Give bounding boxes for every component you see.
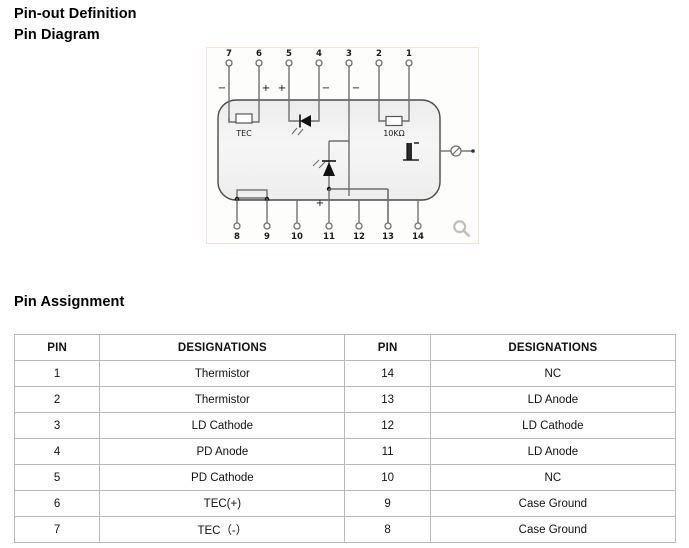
zoom-in-magnifier-icon[interactable]	[452, 219, 470, 237]
cell-desig-right: NC	[429, 360, 677, 387]
cell-pin-left: 2	[13, 386, 101, 413]
top-pin-pads	[225, 59, 413, 67]
cell-pin-left: 5	[13, 464, 101, 491]
polarity-marks-top: − + + − −	[218, 83, 360, 94]
cell-pin-right: 9	[344, 490, 431, 517]
svg-text:8: 8	[234, 232, 240, 242]
table-row: 6 TEC(+) 9 Case Ground	[13, 490, 677, 517]
svg-text:2: 2	[376, 49, 382, 59]
cell-pin-left: 3	[13, 412, 101, 439]
svg-text:−: −	[218, 83, 226, 94]
table-row: 3 LD Cathode 12 LD Cathode	[13, 412, 677, 439]
cell-desig-left: PD Cathode	[99, 464, 346, 491]
optical-isolator-symbol	[403, 142, 419, 161]
svg-text:13: 13	[382, 232, 394, 242]
cell-pin-right: 14	[344, 360, 431, 387]
cell-desig-left: TEC(+)	[99, 490, 346, 517]
cell-desig-right: NC	[429, 464, 677, 491]
cell-desig-right: LD Cathode	[429, 412, 677, 439]
table-row: 4 PD Anode 11 LD Anode	[13, 438, 677, 465]
cell-desig-right: LD Anode	[429, 386, 677, 413]
cell-desig-right: LD Anode	[429, 438, 677, 465]
thermistor-element: 10KΩ	[378, 115, 410, 138]
cell-desig-right: Case Ground	[429, 516, 677, 543]
bottom-pin-leads	[236, 189, 419, 223]
svg-text:6: 6	[256, 49, 262, 59]
cell-desig-left: Thermistor	[99, 386, 346, 413]
cell-pin-left: 1	[13, 360, 101, 387]
svg-text:−: −	[352, 83, 360, 94]
svg-text:9: 9	[264, 232, 270, 242]
header-pin-right: PIN	[344, 334, 431, 361]
cell-pin-right: 8	[344, 516, 431, 543]
svg-text:12: 12	[353, 232, 365, 242]
cell-pin-left: 7	[13, 516, 101, 543]
svg-text:7: 7	[226, 49, 232, 59]
tec-label: TEC	[235, 129, 252, 138]
cell-pin-left: 4	[13, 438, 101, 465]
cell-pin-right: 10	[344, 464, 431, 491]
cell-desig-left: PD Anode	[99, 438, 346, 465]
cell-desig-left: TEC（-）	[99, 516, 346, 543]
header-desig-left: DESIGNATIONS	[99, 334, 346, 361]
tec-element: TEC	[228, 113, 260, 138]
svg-text:1: 1	[406, 49, 412, 59]
svg-text:3: 3	[346, 49, 352, 59]
bottom-pin-numbers: 8 9 10 11 12 13 14	[234, 232, 424, 242]
cell-desig-left: LD Cathode	[99, 412, 346, 439]
svg-text:4: 4	[316, 49, 322, 59]
top-pin-leads	[228, 63, 410, 196]
svg-text:10: 10	[291, 232, 303, 242]
cell-desig-right: Case Ground	[429, 490, 677, 517]
cell-pin-right: 11	[344, 438, 431, 465]
table-row: 2 Thermistor 13 LD Anode	[13, 386, 677, 413]
pin-diagram-figure[interactable]: 7 6 5 4 3 2 1 − + + − − TEC	[206, 47, 479, 244]
svg-text:+: +	[262, 83, 270, 94]
cell-pin-right: 12	[344, 412, 431, 439]
svg-text:14: 14	[412, 232, 424, 242]
pin-assignment-table: PIN DESIGNATIONS PIN DESIGNATIONS 1 Ther…	[13, 334, 677, 543]
section-title-pin-assignment: Pin Assignment	[14, 294, 125, 310]
table-row: 5 PD Cathode 10 NC	[13, 464, 677, 491]
svg-text:−: −	[322, 83, 330, 94]
pin-diagram-schematic: 7 6 5 4 3 2 1 − + + − − TEC	[217, 49, 475, 242]
cell-pin-right: 13	[344, 386, 431, 413]
bottom-pin-pads	[233, 222, 422, 230]
fiber-output-connector	[440, 145, 475, 157]
laser-diode-symbol	[312, 140, 349, 192]
top-pin-numbers: 7 6 5 4 3 2 1	[226, 49, 412, 59]
svg-text:11: 11	[323, 232, 335, 242]
section-title-pin-diagram: Pin Diagram	[14, 27, 100, 43]
photodiode-symbol	[288, 114, 320, 136]
svg-text:5: 5	[286, 49, 292, 59]
polarity-mark-bottom: +	[316, 198, 324, 209]
table-row: 1 Thermistor 14 NC	[13, 360, 677, 387]
thermistor-label: 10KΩ	[383, 129, 405, 138]
svg-text:+: +	[278, 83, 286, 94]
table-header-row: PIN DESIGNATIONS PIN DESIGNATIONS	[13, 334, 677, 361]
table-row: 7 TEC（-） 8 Case Ground	[13, 516, 677, 543]
cell-desig-left: Thermistor	[99, 360, 346, 387]
header-pin-left: PIN	[13, 334, 101, 361]
cell-pin-left: 6	[13, 490, 101, 517]
page-title-pinout-definition: Pin-out Definition	[14, 6, 137, 22]
header-desig-right: DESIGNATIONS	[429, 334, 677, 361]
